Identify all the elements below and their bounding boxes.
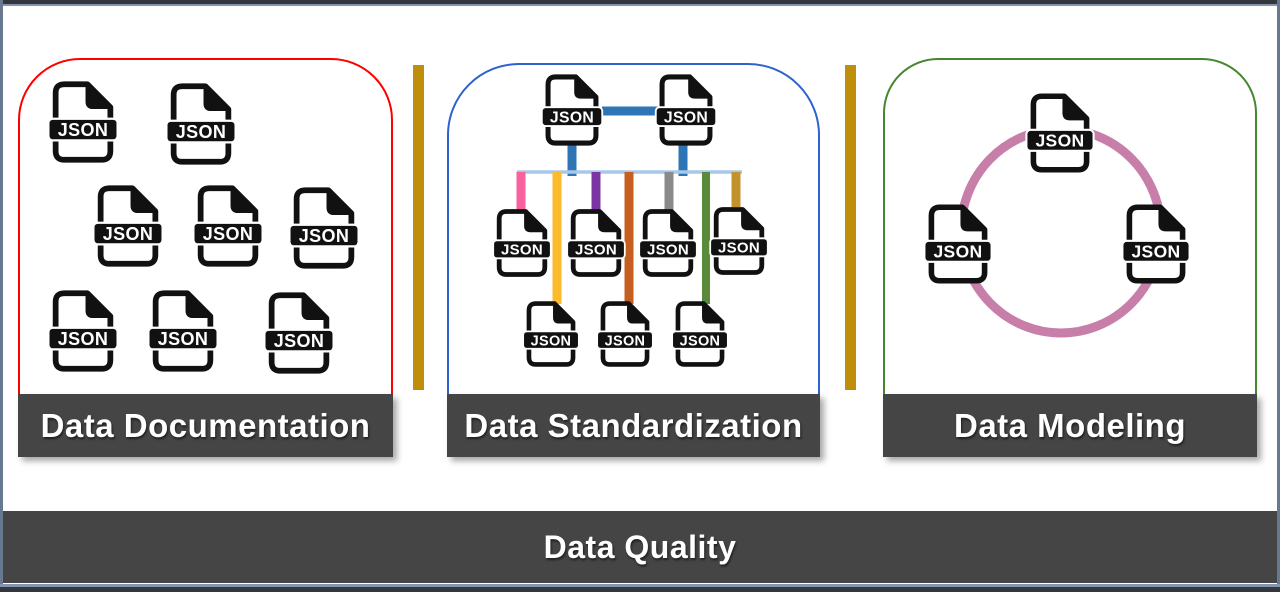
window-border-left [0,0,3,592]
bottom-bar-data-quality: Data Quality [3,511,1277,583]
window-border-bottom [0,587,1280,592]
panel-data-standardization [447,63,820,428]
panel-title-data-modeling: Data Modeling [883,394,1257,457]
window-border-top [0,0,1280,4]
panel-title-data-documentation: Data Documentation [18,394,393,457]
divider-bar [413,65,424,390]
divider-bar [845,65,856,390]
panel-data-modeling [883,58,1257,428]
panel-data-documentation [18,58,393,428]
window-border-bottom-inner [0,584,1280,587]
panel-title-data-standardization: Data Standardization [447,394,820,457]
window-border-top-inner [0,4,1280,6]
window-border-right [1277,0,1280,592]
